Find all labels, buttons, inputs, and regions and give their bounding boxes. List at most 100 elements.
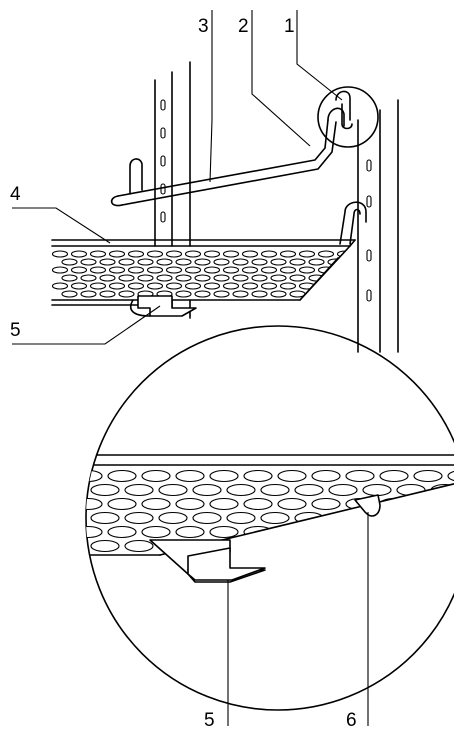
perforation-hole (99, 258, 116, 266)
perforation-hole (222, 282, 240, 290)
perforation-hole (241, 266, 259, 274)
perforation-hole (127, 250, 145, 258)
perforation-hole (260, 483, 290, 497)
perforation-hole (141, 525, 171, 539)
perforation-hole (99, 290, 116, 298)
perforation-hole (52, 282, 69, 290)
perforation-hole (146, 250, 164, 258)
perforation-hole (124, 483, 154, 497)
perforation-hole (118, 258, 135, 266)
perforation-hole (362, 483, 392, 497)
perforation-hole (194, 274, 211, 282)
perforation-hole (213, 290, 230, 298)
perforation-hole (158, 483, 188, 497)
perforation-hole (279, 250, 297, 258)
perforation-hole (277, 497, 307, 511)
perforation-hole (90, 483, 120, 497)
perforation-hole (127, 266, 145, 274)
perforation-hole (327, 290, 344, 298)
perforated-shelf (51, 239, 356, 306)
perforation-hole (270, 258, 287, 266)
perforation-hole (430, 511, 454, 525)
perforation-hole (413, 525, 443, 539)
perforation-hole (89, 282, 107, 290)
perforation-hole (194, 290, 211, 298)
perforation-hole (70, 282, 88, 290)
perforation-hole (61, 290, 78, 298)
perforation-hole (107, 497, 137, 511)
perforation-hole (294, 539, 324, 553)
perforation-hole (270, 274, 287, 282)
perforation-hole (209, 469, 239, 483)
perforation-hole (184, 266, 202, 274)
shelf-stopper-small (129, 295, 197, 317)
perforation-hole (107, 525, 137, 539)
perforation-hole (146, 282, 164, 290)
perforation-hole (156, 258, 173, 266)
perforation-hole (108, 250, 126, 258)
perforation-hole (298, 250, 316, 258)
perforation-hole (194, 258, 211, 266)
perforation-hole (222, 266, 240, 274)
perforation-hole (70, 250, 88, 258)
perforation-hole (90, 511, 120, 525)
perforation-hole (317, 250, 335, 258)
perforation-hole (251, 290, 268, 298)
perforation-hole (260, 282, 278, 290)
perforation-hole (203, 250, 221, 258)
perforation-hole (89, 250, 107, 258)
perforation-hole (447, 469, 454, 483)
perforation-hole (311, 497, 341, 511)
perforation-hole (158, 511, 188, 525)
perforation-hole (413, 497, 443, 511)
perforation-hole (317, 282, 335, 290)
perforation-hole (279, 282, 297, 290)
perforation-hole (203, 282, 221, 290)
perforation-hole (175, 469, 205, 483)
perforation-hole (118, 274, 135, 282)
perforation-hole (308, 258, 325, 266)
right-side-rail (357, 99, 399, 353)
perforation-hole (61, 258, 78, 266)
perforation-hole (226, 511, 256, 525)
perforation-hole (192, 483, 222, 497)
callout-3: 3 (198, 16, 209, 37)
perforation-hole (241, 282, 259, 290)
perforation-hole (192, 511, 222, 525)
rail-support-wire (110, 107, 345, 207)
perforation-hole (298, 266, 316, 274)
perforation-hole (447, 497, 454, 511)
perforation-hole (80, 258, 97, 266)
hook-detail-circle (317, 86, 379, 148)
perforation-hole (175, 290, 192, 298)
perforation-hole (379, 525, 409, 539)
magnified-detail-circle (85, 325, 454, 711)
perforation-hole (124, 511, 154, 525)
perforation-hole (308, 290, 325, 298)
perforation-hole (222, 250, 240, 258)
perforation-hole (379, 469, 409, 483)
perforation-hole (345, 525, 375, 539)
perforation-hole (311, 525, 341, 539)
perforation-hole (289, 274, 306, 282)
perforation-hole (213, 258, 230, 266)
perforation-hole (89, 266, 107, 274)
perforation-hole (99, 274, 116, 282)
perforation-hole (86, 497, 103, 511)
callout-1: 1 (284, 16, 295, 37)
perforation-hole (86, 525, 103, 539)
perforation-hole (243, 469, 273, 483)
perforation-hole (396, 539, 426, 553)
leader-lines (12, 10, 369, 726)
perforation-hole (175, 258, 192, 266)
left-side-rails (154, 61, 191, 319)
perforation-hole (52, 250, 69, 258)
perforation-hole (61, 274, 78, 282)
perforation-hole (327, 274, 344, 282)
perforation-hole (175, 274, 192, 282)
perforation-hole (213, 274, 230, 282)
perforation-hole (336, 282, 350, 290)
perforation-hole (362, 539, 392, 553)
perforation-hole (430, 539, 454, 553)
